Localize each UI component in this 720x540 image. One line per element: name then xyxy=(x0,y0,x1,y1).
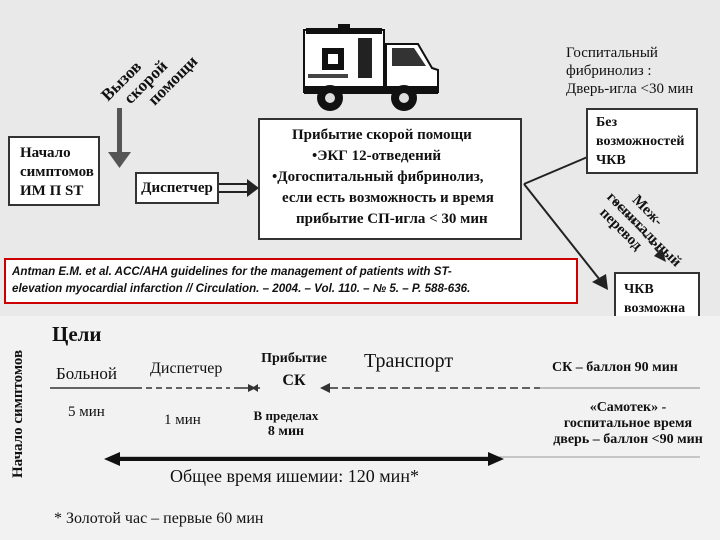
arrival-line-2: СК xyxy=(282,372,306,389)
transport-label: Транспорт xyxy=(364,350,453,373)
total-ischemia-text: Общее время ишемии: 120 мин* xyxy=(170,466,419,486)
dispatcher-box-label: Диспетчер xyxy=(141,180,213,196)
arrival-time-line-1: В пределах xyxy=(253,408,319,423)
symptom-onset-line-1: Начало xyxy=(20,145,71,161)
self-referral-line-1: «Самотек» - xyxy=(589,400,667,415)
dispatcher-arrow-line-2 xyxy=(219,191,249,193)
ambulance-arrival-line-2: •Догоспитальный фибринолиз, xyxy=(272,169,484,185)
ambulance-arrival-line-4: прибытие СП-игла < 30 мин xyxy=(296,211,488,227)
hospital-fibrinolysis-line-1: Госпитальный xyxy=(566,45,658,61)
timeline-axis xyxy=(50,383,700,458)
no-pci-box: Без возможностей ЧКВ xyxy=(586,108,698,174)
timeline-dispatcher-label: Диспетчер xyxy=(150,360,222,378)
no-pci-line-1: Без xyxy=(596,115,618,130)
ambulance-arrival-line-3: если есть возможность и время xyxy=(282,190,494,206)
no-pci-line-3: ЧКВ xyxy=(596,153,626,168)
ambulance-arrival-title: Прибытие скорой помощи xyxy=(292,127,472,143)
self-referral-label: «Самотек» - госпитальное время дверь – б… xyxy=(538,400,718,448)
no-pci-line-2: возможностей xyxy=(596,134,685,149)
ambulance-call-label: Вызов скорой помощи xyxy=(97,27,201,130)
patient-time-text: 5 мин xyxy=(68,404,105,420)
ambulance-arrival-box: Прибытие скорой помощи •ЭКГ 12-отведений… xyxy=(258,118,522,240)
timeline-dispatcher-text: Диспетчер xyxy=(150,360,223,377)
call-arrow-head xyxy=(108,152,131,168)
pci-possible-line-2: возможна xyxy=(624,301,686,316)
timeline-section xyxy=(0,316,720,540)
total-ischemia-arrow xyxy=(104,452,504,466)
patient-label: Больной xyxy=(56,364,117,384)
ambulance-illustration xyxy=(303,24,439,111)
self-referral-line-2: госпитальное время xyxy=(563,416,693,431)
arrival-time: В пределах 8 мин xyxy=(246,408,326,440)
total-ischemia-label: Общее время ишемии: 120 мин* xyxy=(170,466,419,487)
golden-hour-text: * Золотой час – первые 60 мин xyxy=(54,510,264,527)
patient-time: 5 мин xyxy=(68,404,105,421)
dispatcher-time: 1 мин xyxy=(164,412,201,429)
dispatcher-arrow-line-1 xyxy=(219,183,249,185)
transport-label-text: Транспорт xyxy=(364,350,454,372)
timeline-arrival-label: Прибытие СК xyxy=(252,348,336,392)
call-arrow-shaft xyxy=(117,108,122,154)
pci-possible-box: ЧКВ возможна xyxy=(614,272,700,322)
transfer-dashed-arrow xyxy=(613,199,666,262)
pci-possible-line-1: ЧКВ xyxy=(624,282,654,297)
reference-box: Antman E.M. et al. ACC/AHA guidelines fo… xyxy=(4,258,578,304)
arrival-time-line-2: 8 мин xyxy=(267,424,305,439)
reference-line-1: Antman E.M. et al. ACC/AHA guidelines fo… xyxy=(12,265,452,278)
self-referral-line-3: дверь – баллон <90 мин xyxy=(553,432,703,447)
arrival-line-1: Прибытие xyxy=(261,351,327,366)
goals-title-text: Цели xyxy=(52,322,102,346)
hospital-fibrinolysis-line-2: фибринолиз : xyxy=(566,63,652,79)
hospital-fibrinolysis-line-3: Дверь-игла <30 мин xyxy=(566,81,694,97)
hospital-fibrinolysis-text: Госпитальный фибринолиз : Дверь-игла <30… xyxy=(566,44,693,98)
reference-line-2: elevation myocardial infarction // Circu… xyxy=(12,282,471,295)
balloon-label: СК – баллон 90 мин xyxy=(552,360,678,376)
ambulance-arrival-line-1: •ЭКГ 12-отведений xyxy=(312,148,441,164)
patient-label-text: Больной xyxy=(56,364,117,383)
balloon-label-text: СК – баллон 90 мин xyxy=(552,360,678,375)
symptom-onset-line-3: ИМ П ST xyxy=(20,183,84,199)
symptom-onset-box: Начало симптомов ИМ П ST xyxy=(8,136,100,206)
goals-title: Цели xyxy=(52,322,102,347)
golden-hour-note: * Золотой час – первые 60 мин xyxy=(54,510,264,528)
dispatcher-arrow-head xyxy=(247,179,259,197)
dispatcher-time-text: 1 мин xyxy=(164,412,201,428)
symptom-onset-line-2: симптомов xyxy=(20,164,94,180)
dispatcher-box: Диспетчер xyxy=(135,172,219,204)
